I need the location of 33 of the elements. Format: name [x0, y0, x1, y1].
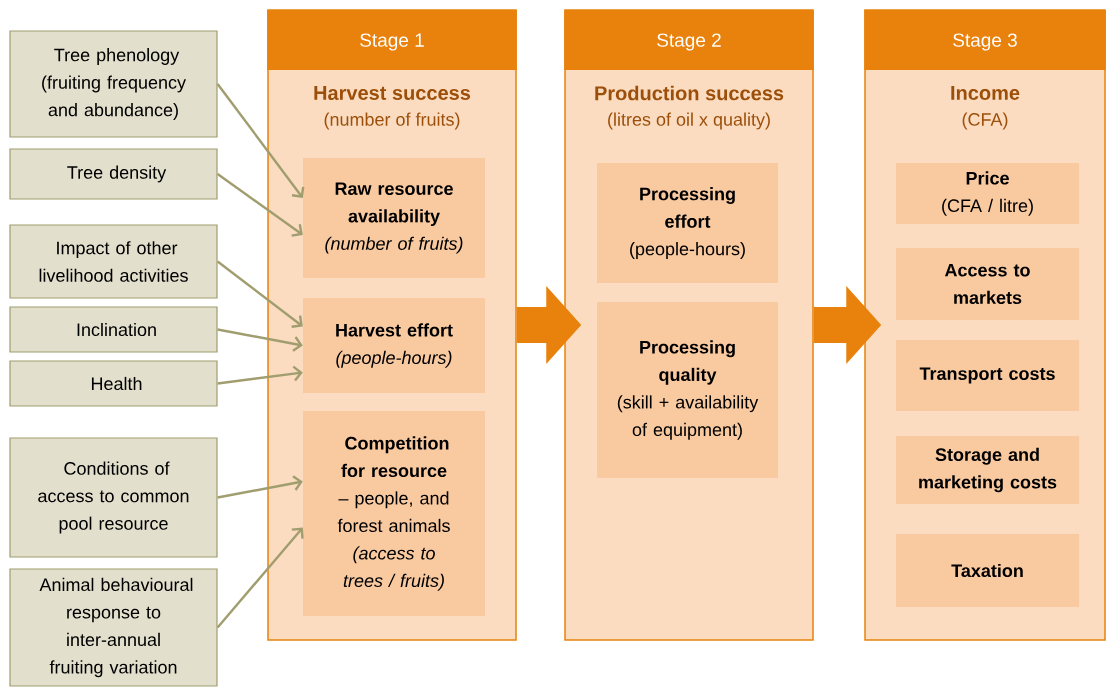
subtitle-text: (CFA)	[962, 112, 1008, 130]
arrow	[216, 173, 303, 237]
factor-box: Animal behavioural response to inter-annual fruiting variation	[9, 568, 218, 687]
component-box: Storage and marketing costs	[896, 436, 1079, 504]
heading-text: Harvest success	[314, 86, 471, 100]
factor-box: Impact of other livelihood activities	[9, 224, 218, 299]
component-box: Harvest effort (people-hours)	[303, 298, 485, 393]
arrow	[217, 475, 303, 499]
component-box: Processing quality (skill + availability of equipment)	[597, 302, 778, 478]
component-box: Price (CFA / litre)	[896, 163, 1079, 224]
factor-box: Conditions of access to common pool resource	[9, 437, 218, 558]
header-band: Stage 3	[864, 10, 1106, 70]
arrow	[216, 260, 303, 328]
subtitle-text: (number of fruits)	[324, 112, 460, 130]
heading-text: Income	[951, 86, 1020, 100]
arrow	[217, 328, 303, 352]
header-band: Stage 2	[564, 10, 814, 70]
subtitle-text: (litres of oil x quality)	[608, 112, 770, 130]
component-box: Transport costs	[896, 340, 1079, 411]
component-box: Processing effort (people-hours)	[597, 163, 778, 283]
component-box: Taxation	[896, 534, 1079, 607]
header-band: Stage 1	[267, 10, 517, 70]
factor-box: Tree phenology (fruiting frequency and abundance)	[9, 30, 218, 138]
factor-box: Inclination	[9, 306, 218, 353]
arrow	[216, 83, 305, 198]
factor-box: Tree density	[9, 148, 218, 200]
component-box: Raw resource availability (number of fruits)	[303, 158, 485, 278]
component-box: Access to markets	[896, 248, 1079, 320]
arrow	[216, 527, 304, 629]
arrow	[217, 365, 303, 385]
component-box: Competition for resource – people, and forest animals (access to trees / fruits)	[303, 411, 485, 616]
factor-box: Health	[9, 360, 218, 407]
heading-text: Production success	[595, 85, 784, 101]
